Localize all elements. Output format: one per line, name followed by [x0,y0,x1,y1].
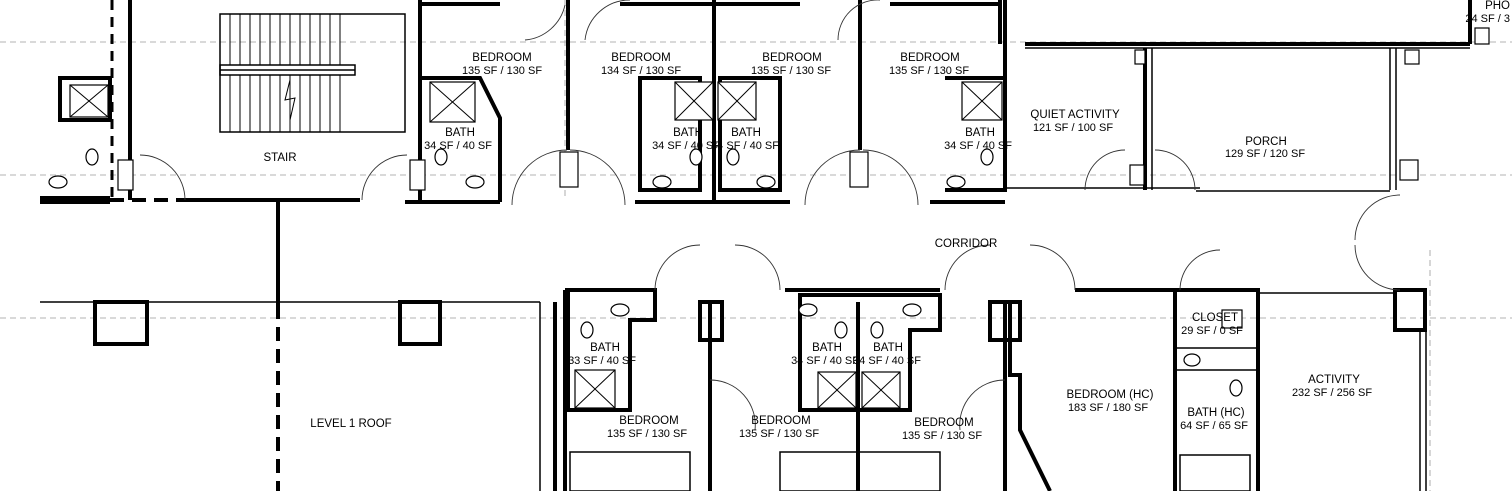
room-18-area: 135 SF / 130 SF [902,430,982,442]
stair-treads [220,13,405,132]
room-7-name: BATH [965,127,995,139]
room-17-name: BEDROOM [751,415,810,427]
room-7-area: 34 SF / 40 SF [944,140,1012,152]
room-4-name: BATH [445,127,475,139]
room-13-area: 33 SF / 40 SF [568,355,636,367]
room-16-area: 135 SF / 130 SF [607,428,687,440]
room-15-name: BATH [873,342,903,354]
room-labels: BEDROOM 135 SF / 130 SF BEDROOM 134 SF /… [263,0,1510,442]
room-11-area: 24 SF / 3 [1465,13,1510,25]
room-9-area: 121 SF / 100 SF [1033,122,1113,134]
room-19-name: BEDROOM (HC) [1067,389,1154,401]
room-2-area: 135 SF / 130 SF [751,65,831,77]
room-20-area: 29 SF / 0 SF [1181,325,1243,337]
room-21-name: BATH (HC) [1187,407,1244,419]
room-15-area: 34 SF / 40 SF [853,355,921,367]
top-wing-walls [40,0,1472,305]
room-11-name: PHO [1485,0,1510,12]
room-22-name: ACTIVITY [1308,374,1360,386]
room-4-area: 34 SF / 40 SF [424,140,492,152]
room-5-name: BATH [673,127,703,139]
plumbing-fixtures [48,27,1490,409]
room-1-name: BEDROOM [611,52,670,64]
room-20-name: CLOSET [1192,312,1238,324]
room-23-name: LEVEL 1 ROOF [310,418,391,430]
room-10-area: 129 SF / 120 SF [1225,148,1305,160]
room-21-area: 64 SF / 65 SF [1180,420,1248,432]
room-6-name: BATH [731,127,761,139]
room-8-name: STAIR [263,152,296,164]
room-18-name: BEDROOM [914,417,973,429]
room-3-area: 135 SF / 130 SF [889,65,969,77]
room-2-name: BEDROOM [762,52,821,64]
room-1-area: 134 SF / 130 SF [601,65,681,77]
room-12-name: CORRIDOR [935,238,998,250]
room-3-name: BEDROOM [900,52,959,64]
room-0-name: BEDROOM [472,52,531,64]
room-9-name: QUIET ACTIVITY [1030,109,1120,121]
room-10-name: PORCH [1245,136,1287,148]
bottom-wing-walls [40,288,1427,491]
room-13-name: BATH [590,342,620,354]
door-swings [139,0,1401,431]
room-17-area: 135 SF / 130 SF [739,428,819,440]
room-6-area: 34 SF / 40 SF [711,140,779,152]
room-19-area: 183 SF / 180 SF [1068,402,1148,414]
room-14-area: 34 SF / 40 SF [791,355,859,367]
room-14-name: BATH [812,342,842,354]
room-0-area: 135 SF / 130 SF [462,65,542,77]
room-22-area: 232 SF / 256 SF [1292,387,1372,399]
room-5-area: 34 SF / 40 SF [652,140,720,152]
room-16-name: BEDROOM [619,415,678,427]
